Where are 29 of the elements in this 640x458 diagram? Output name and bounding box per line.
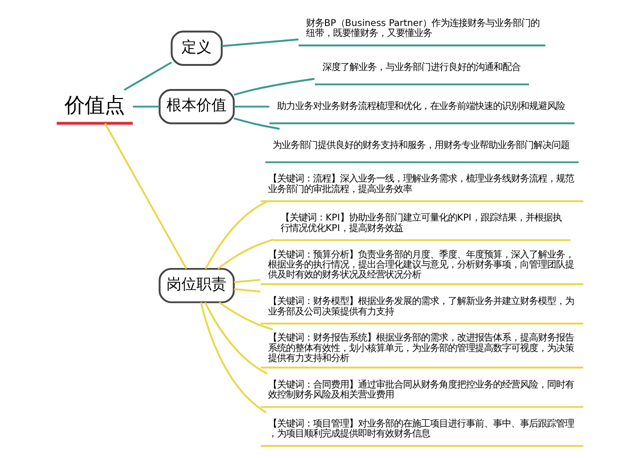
node-text: 深度了解业务，与业务部门进行良好的沟通和配合 — [322, 62, 520, 74]
connector — [218, 302, 274, 330]
node-text: 【关键词：财务报告系统】根据业务部的需求，改进报告体系，提高财务报告系统的整体有效性，划小核算单元，为业务部的管理提高数字可视度，为决策提供有力支持和分析 — [268, 332, 574, 364]
connector — [234, 278, 260, 284]
node-text: 助力业务对业务财务流程梳理和优化，在业务前端快速的识别和规避风险 — [276, 100, 565, 112]
node-box: 岗位职责 — [158, 268, 235, 304]
node-text: 【关键词：项目管理】对业务部的在施工项目进行事前、事中、事后跟踪管理，为项目顺利完成提供即时有效财务信息 — [268, 418, 574, 440]
node-box: 定义 — [170, 30, 223, 66]
node-text: 【关键词：财务模型】根据业务发展的需求，了解新业务并建立财务模型，为业务部及公司决策提供有力支持 — [268, 296, 574, 318]
connector — [132, 106, 160, 108]
connector — [124, 62, 172, 91]
node-text: 【关键词：预算分析】负责业务部的月度、季度、年度预算，深入了解业务，根据业务的执行情况，提出合理化建议与意见，分析财务事项，向管理团队提供及时有效的财务状况及经营状况分析 — [268, 249, 574, 281]
node-text: 为业务部门提供良好的财务支持和服务，用财务专业帮助业务部门解决问题 — [272, 140, 570, 151]
connector — [204, 302, 268, 374]
node-text: 【关键词：KPI】协助业务部门建立可量化的KPI，跟踪结果，并根据执行情况优化KPI，提高财务效益 — [280, 212, 562, 234]
connector — [104, 123, 188, 270]
node-box: 根本价值 — [158, 89, 235, 124]
connector — [200, 302, 267, 414]
connector — [234, 288, 260, 292]
node-text: 【关键词：流程】深入业务一线，理解业务需求，梳理业务线财务流程，规范业务部门的审批流程，提高业务效率 — [268, 174, 574, 195]
node-text: 财务BP（Business Partner）作为连接财务与业务部门的纽带，既要懂财务，又要懂业务 — [306, 18, 540, 40]
connector — [234, 106, 270, 108]
connector — [204, 200, 268, 270]
connector — [217, 238, 274, 270]
node-text: 价值点 — [64, 94, 125, 117]
connector — [234, 78, 315, 96]
connector — [222, 38, 299, 48]
connector — [234, 118, 280, 130]
node-text: 【关键词：合同费用】通过审批合同从财务角度把控业务的经营风险，同时有效控制财务风险及相关营业费用 — [268, 380, 574, 401]
